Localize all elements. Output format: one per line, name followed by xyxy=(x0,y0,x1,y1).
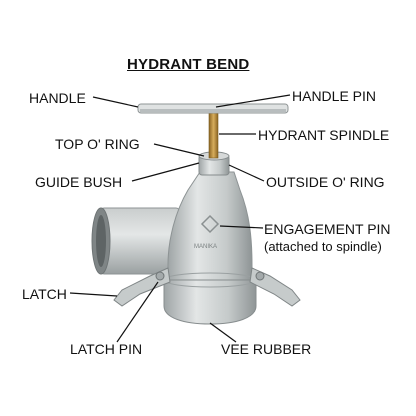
label-outside-o-ring: OUTSIDE O' RING xyxy=(266,174,385,190)
diagram-title: HYDRANT BEND xyxy=(127,56,250,73)
latch-left xyxy=(113,267,171,307)
svg-text:MANIKA: MANIKA xyxy=(194,244,217,250)
label-guide-bush: GUIDE BUSH xyxy=(35,174,123,190)
label-vee-rubber: VEE RUBBER xyxy=(221,341,312,357)
label-handle-pin: HANDLE PIN xyxy=(292,88,377,104)
label-hydrant-spindle: HYDRANT SPINDLE xyxy=(258,127,390,143)
leader-lines xyxy=(69,94,291,343)
label-engagement-pin-note: (attached to spindle) xyxy=(264,239,382,254)
label-latch-pin: LATCH PIN xyxy=(70,341,143,357)
label-handle: HANDLE xyxy=(29,90,86,106)
latch-right xyxy=(249,267,301,307)
label-top-o-ring: TOP O' RING xyxy=(55,136,140,152)
label-latch: LATCH xyxy=(22,286,67,302)
handle xyxy=(137,103,289,114)
hydrant-spindle xyxy=(208,111,219,159)
side-outlet xyxy=(91,207,181,275)
hydrant-body: MANIKA xyxy=(163,171,257,325)
label-engagement-pin: ENGAGEMENT PIN xyxy=(264,221,391,237)
